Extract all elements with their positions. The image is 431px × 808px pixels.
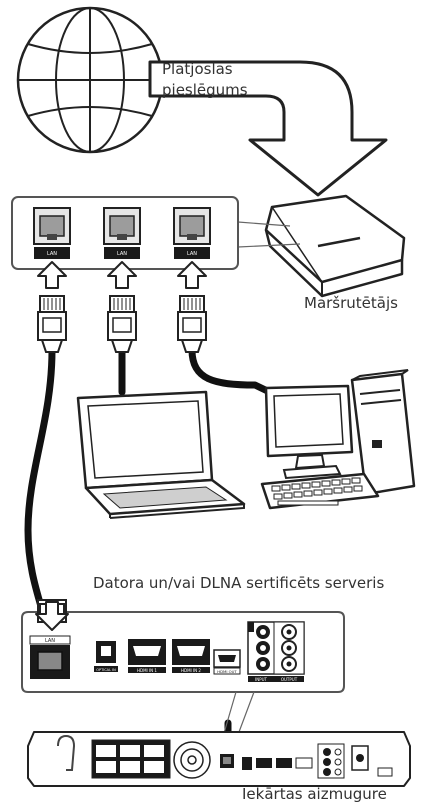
globe-icon bbox=[16, 6, 164, 154]
up-arrow-icon bbox=[177, 261, 207, 289]
ethernet-plug-icon bbox=[37, 295, 67, 353]
broadband-label-line1: Platjoslas bbox=[162, 60, 233, 78]
up-arrow-icon bbox=[107, 261, 137, 289]
laptop-icon bbox=[76, 390, 246, 519]
router-lan-port-2-label: LAN bbox=[117, 251, 127, 257]
up-arrow-icon bbox=[37, 261, 67, 289]
hdmi-out-label: HDMI OUT bbox=[217, 669, 237, 674]
zoom-line bbox=[237, 221, 291, 227]
hdmi-in-1-label: HDMI IN 1 bbox=[137, 668, 157, 673]
hdmi-in-2-label: HDMI IN 2 bbox=[181, 668, 201, 673]
device-hdmi-in-1-port: HDMI IN 1 bbox=[128, 639, 166, 673]
broadband-label-line2: pieslēgums bbox=[162, 81, 248, 99]
device-rear-label: Iekārtas aizmugure bbox=[242, 785, 387, 803]
down-arrow-icon bbox=[35, 601, 69, 631]
device-hdmi-in-2-port: HDMI IN 2 bbox=[172, 639, 210, 673]
input-label: INPUT bbox=[255, 677, 268, 682]
desktop-computer-icon bbox=[260, 369, 416, 510]
device-audio-section: INPUT OUTPUT bbox=[247, 621, 305, 682]
device-optical-in-port: OPTICAL IN bbox=[94, 641, 118, 672]
device-rear-overview bbox=[27, 731, 411, 787]
router-lan-port-1: LAN bbox=[33, 207, 71, 259]
zoom-line bbox=[237, 243, 301, 248]
device-hdmi-out-port: HDMI OUT bbox=[213, 649, 241, 675]
router-lan-port-2: LAN bbox=[103, 207, 141, 259]
router-lan-port-3-label: LAN bbox=[187, 251, 197, 257]
router-label: Maršrutētājs bbox=[304, 294, 398, 312]
broadband-arrow bbox=[148, 60, 388, 197]
optical-in-label: OPTICAL IN bbox=[96, 668, 116, 672]
router-icon bbox=[264, 194, 406, 298]
output-label: OUTPUT bbox=[281, 677, 298, 682]
router-lan-port-1-label: LAN bbox=[47, 251, 57, 257]
router-lan-port-3: LAN bbox=[173, 207, 211, 259]
ethernet-plug-icon bbox=[177, 295, 207, 353]
device-lan-port-label: LAN bbox=[45, 638, 55, 644]
device-lan-port: LAN bbox=[29, 635, 71, 679]
ethernet-plug-icon bbox=[107, 295, 137, 353]
server-label: Datora un/vai DLNA sertificēts serveris bbox=[93, 574, 385, 592]
